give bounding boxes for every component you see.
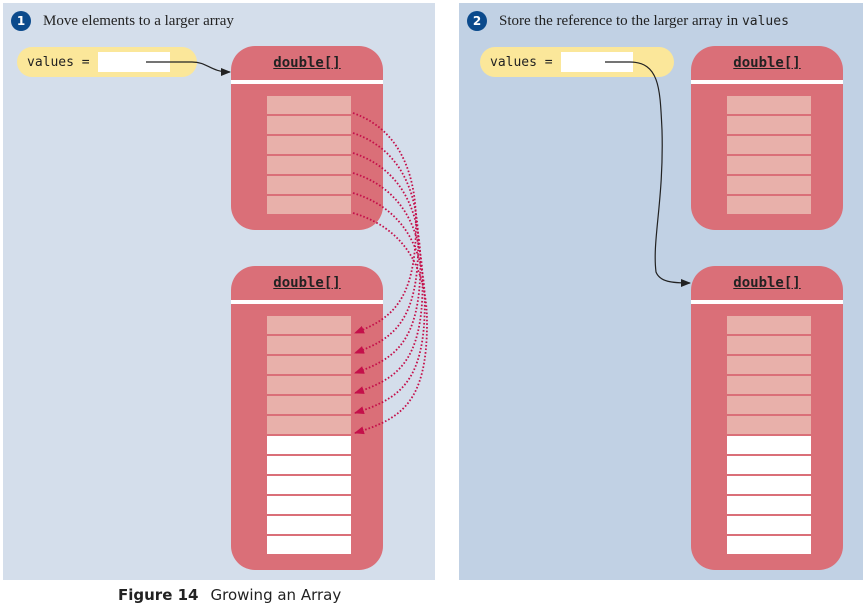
reference-box [560, 52, 633, 72]
array-header-separator [691, 80, 843, 84]
figure-label: Figure 14 [118, 586, 199, 604]
step-number-badge: 1 [11, 11, 31, 31]
array-cell [267, 196, 351, 214]
array-cell [727, 316, 811, 334]
array-cell [727, 336, 811, 354]
array-cell-empty [267, 456, 351, 474]
array-cell [267, 136, 351, 154]
array-cells [267, 96, 351, 214]
array-header-separator [231, 300, 383, 304]
values-variable: values = [17, 47, 197, 77]
array-cell-empty [267, 496, 351, 514]
array-cell-empty [727, 496, 811, 514]
values-variable: values = [480, 47, 674, 77]
figure-title: Growing an Array [210, 586, 342, 604]
array-cell [727, 356, 811, 374]
array-cells [727, 96, 811, 214]
step-1-heading: 1 Move elements to a larger array [11, 11, 234, 31]
array-cell [727, 96, 811, 114]
array-cell [267, 356, 351, 374]
step-2-text: Store the reference to the larger array … [499, 13, 789, 30]
old-array: double[] [231, 46, 383, 230]
array-cell [267, 316, 351, 334]
array-type-label: double[] [273, 55, 341, 71]
array-cell-empty [267, 436, 351, 454]
step-2-heading: 2 Store the reference to the larger arra… [467, 11, 789, 31]
array-cell [267, 156, 351, 174]
array-header-separator [231, 80, 383, 84]
array-cell [267, 376, 351, 394]
array-cell [267, 396, 351, 414]
step-2-panel: 2 Store the reference to the larger arra… [459, 3, 863, 580]
old-array: double[] [691, 46, 843, 230]
array-cell-empty [727, 536, 811, 554]
figure-caption: Figure 14 Growing an Array [118, 586, 341, 604]
array-cell-empty [727, 456, 811, 474]
array-cell [267, 336, 351, 354]
array-cell [727, 136, 811, 154]
reference-box [97, 52, 170, 72]
array-cell [727, 156, 811, 174]
array-cell [727, 196, 811, 214]
array-cell [267, 416, 351, 434]
array-header-separator [691, 300, 843, 304]
array-type-label: double[] [733, 275, 801, 291]
variable-label: values = [490, 54, 553, 70]
array-cell [727, 176, 811, 194]
variable-label: values = [27, 54, 90, 70]
array-cell-empty [727, 516, 811, 534]
step-1-text: Move elements to a larger array [43, 12, 234, 29]
array-cells [727, 316, 811, 554]
new-array: double[] [231, 266, 383, 570]
step-1-panel: 1 Move elements to a larger array values… [3, 3, 435, 580]
array-cell-empty [267, 536, 351, 554]
step-number-badge: 2 [467, 11, 487, 31]
array-cell [267, 176, 351, 194]
array-cell [727, 376, 811, 394]
array-cell [727, 396, 811, 414]
array-cell-empty [267, 516, 351, 534]
array-cell [267, 116, 351, 134]
array-cells [267, 316, 351, 554]
new-array: double[] [691, 266, 843, 570]
array-cell [267, 96, 351, 114]
array-cell [727, 416, 811, 434]
array-cell-empty [727, 436, 811, 454]
array-type-label: double[] [273, 275, 341, 291]
step-2-text-prefix: Store the reference to the larger array … [499, 12, 742, 29]
array-cell [727, 116, 811, 134]
array-type-label: double[] [733, 55, 801, 71]
step-2-text-code: values [741, 13, 789, 29]
array-cell-empty [727, 476, 811, 494]
array-cell-empty [267, 476, 351, 494]
